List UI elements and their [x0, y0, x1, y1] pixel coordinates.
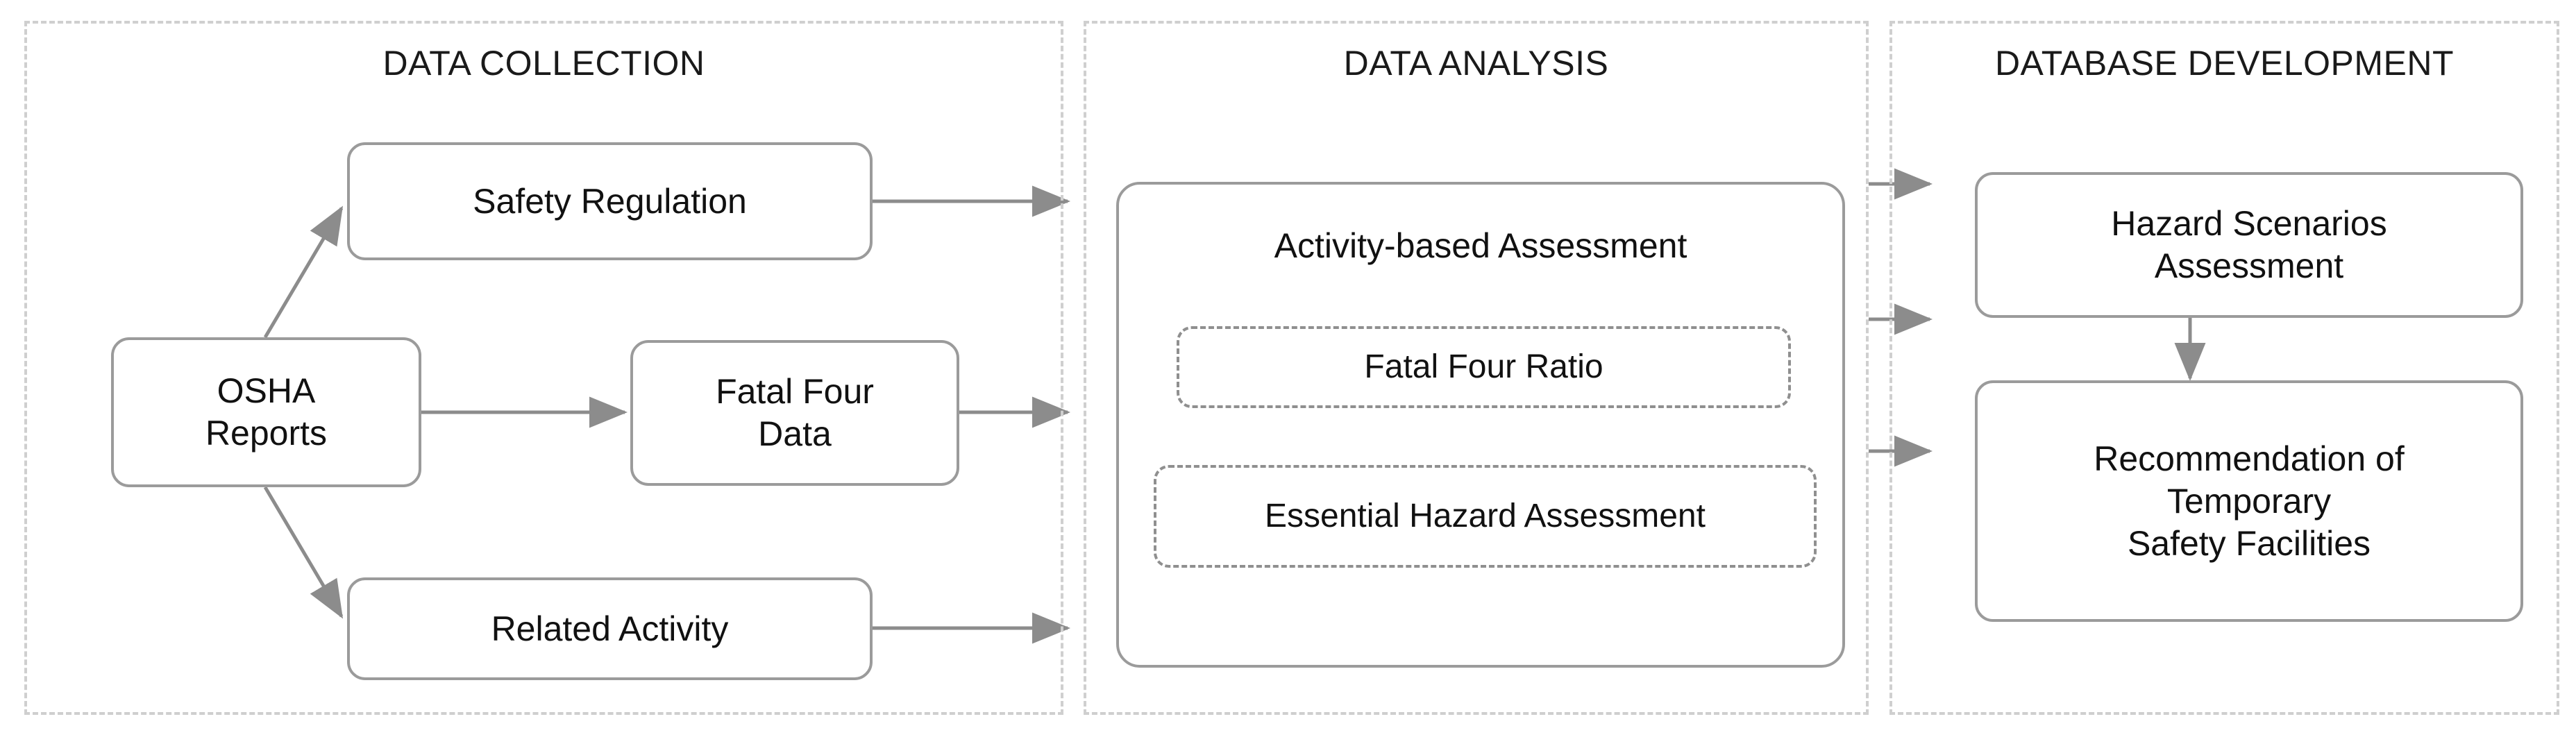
node-recommendation-temporary-safety-facilities[interactable]: Recommendation of Temporary Safety Facil… — [1975, 380, 2523, 622]
node-hazard-scenarios-assessment[interactable]: Hazard Scenarios Assessment — [1975, 172, 2523, 318]
panel-data-analysis — [1084, 21, 1869, 715]
panel-title-data-analysis: DATA ANALYSIS — [1343, 44, 1609, 83]
node-activity-based-assessment[interactable]: Activity-based Assessment Fatal Four Rat… — [1116, 182, 1845, 668]
node-fatal-four-data[interactable]: Fatal Four Data — [630, 340, 959, 486]
panel-title-database-development: DATABASE DEVELOPMENT — [1994, 44, 2455, 83]
node-label-safety-regulation: Safety Regulation — [473, 181, 747, 221]
container-title-activity-based-assessment: Activity-based Assessment — [1274, 226, 1687, 265]
panel-data-collection — [24, 21, 1063, 715]
panel-database-development — [1889, 21, 2559, 715]
subnode-fatal-four-ratio[interactable]: Fatal Four Ratio — [1177, 326, 1791, 408]
node-label-hazard-scenarios-assessment: Hazard Scenarios Assessment — [2111, 204, 2387, 285]
node-related-activity[interactable]: Related Activity — [347, 577, 873, 680]
subnode-label-fatal-four-ratio: Fatal Four Ratio — [1364, 348, 1603, 386]
node-osha-reports[interactable]: OSHA Reports — [111, 337, 421, 487]
node-label-related-activity: Related Activity — [491, 609, 729, 648]
panel-title-data-collection: DATA COLLECTION — [382, 44, 705, 83]
node-label-osha-reports: OSHA Reports — [205, 371, 328, 453]
subnode-label-essential-hazard-assessment: Essential Hazard Assessment — [1265, 498, 1706, 535]
node-safety-regulation[interactable]: Safety Regulation — [347, 142, 873, 260]
node-label-recommendation-temporary-safety-facilities: Recommendation of Temporary Safety Facil… — [2094, 439, 2405, 563]
subnode-essential-hazard-assessment[interactable]: Essential Hazard Assessment — [1154, 465, 1817, 568]
node-label-fatal-four-data: Fatal Four Data — [716, 372, 874, 453]
